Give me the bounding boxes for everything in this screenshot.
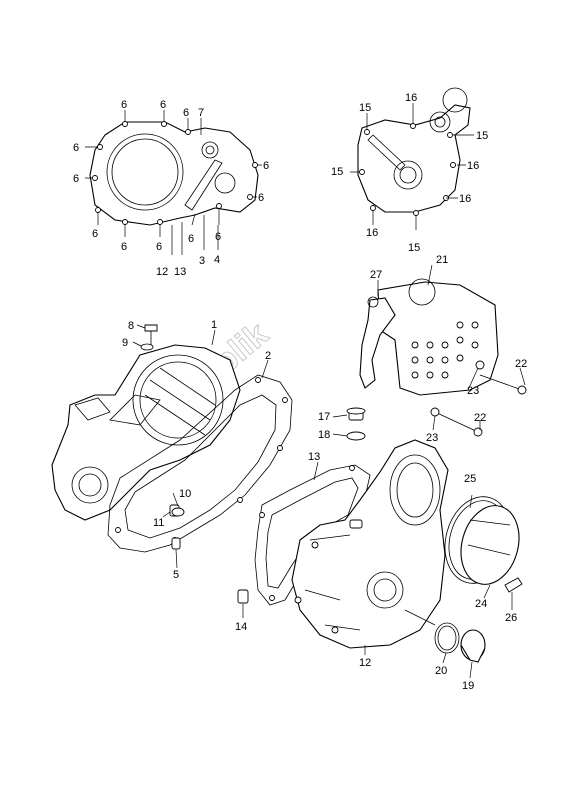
callout-16: 16 xyxy=(459,193,471,205)
callout-15: 15 xyxy=(331,166,343,178)
callout-3: 3 xyxy=(199,255,205,267)
callout-15: 15 xyxy=(476,130,488,142)
callout-6: 6 xyxy=(73,173,79,185)
callout-6: 6 xyxy=(73,142,79,154)
callout-27: 27 xyxy=(370,269,382,281)
callout-6: 6 xyxy=(188,233,194,245)
callout-1: 1 xyxy=(211,319,217,331)
callout-24: 24 xyxy=(475,598,487,610)
callout-16: 16 xyxy=(366,227,378,239)
callout-6: 6 xyxy=(215,231,221,243)
callout-6: 6 xyxy=(92,228,98,240)
generator-cover xyxy=(291,439,449,655)
callout-12: 12 xyxy=(359,657,371,669)
callout-11: 11 xyxy=(153,517,164,529)
generator-cover-detail xyxy=(350,87,474,230)
callout-labels: 6 6 6 7 6 6 6 6 6 6 6 6 6 12 13 3 4 15 1… xyxy=(73,92,527,692)
callout-23: 23 xyxy=(467,385,479,397)
clutch-cover-detail xyxy=(85,110,262,255)
clutch-cover-gasket xyxy=(107,359,293,569)
callout-14: 14 xyxy=(235,621,247,633)
callout-4: 4 xyxy=(214,254,220,266)
callout-13: 13 xyxy=(308,451,320,463)
callout-20: 20 xyxy=(435,665,447,677)
inspection-cap xyxy=(444,494,523,610)
callout-6: 6 xyxy=(121,99,127,111)
callout-5: 5 xyxy=(173,569,179,581)
callout-8: 8 xyxy=(128,320,134,332)
callout-15: 15 xyxy=(359,102,371,114)
callout-22: 22 xyxy=(515,358,527,370)
callout-6: 6 xyxy=(258,192,264,204)
callout-21: 21 xyxy=(436,254,448,266)
callout-22: 22 xyxy=(474,412,486,424)
clutch-cover xyxy=(51,324,241,521)
callout-26: 26 xyxy=(505,612,517,624)
filler-plug xyxy=(332,407,366,441)
callout-7: 7 xyxy=(198,107,204,119)
callout-6: 6 xyxy=(160,99,166,111)
callout-13: 13 xyxy=(174,266,186,278)
callout-2: 2 xyxy=(265,350,271,362)
callout-16: 16 xyxy=(467,160,479,172)
callout-10: 10 xyxy=(179,488,191,500)
callout-19: 19 xyxy=(462,680,474,692)
callout-6: 6 xyxy=(183,107,189,119)
callout-25: 25 xyxy=(464,473,476,485)
callout-16: 16 xyxy=(405,92,417,104)
callout-6: 6 xyxy=(156,241,162,253)
callout-23: 23 xyxy=(426,432,438,444)
callout-12: 12 xyxy=(156,266,168,278)
callout-17: 17 xyxy=(318,411,330,423)
callout-15: 15 xyxy=(408,242,420,254)
oring-and-plug xyxy=(434,622,486,679)
callout-6: 6 xyxy=(121,241,127,253)
callout-18: 18 xyxy=(318,429,330,441)
outer-cover-guard xyxy=(359,264,527,437)
callout-6: 6 xyxy=(263,160,269,172)
callout-9: 9 xyxy=(122,337,128,349)
